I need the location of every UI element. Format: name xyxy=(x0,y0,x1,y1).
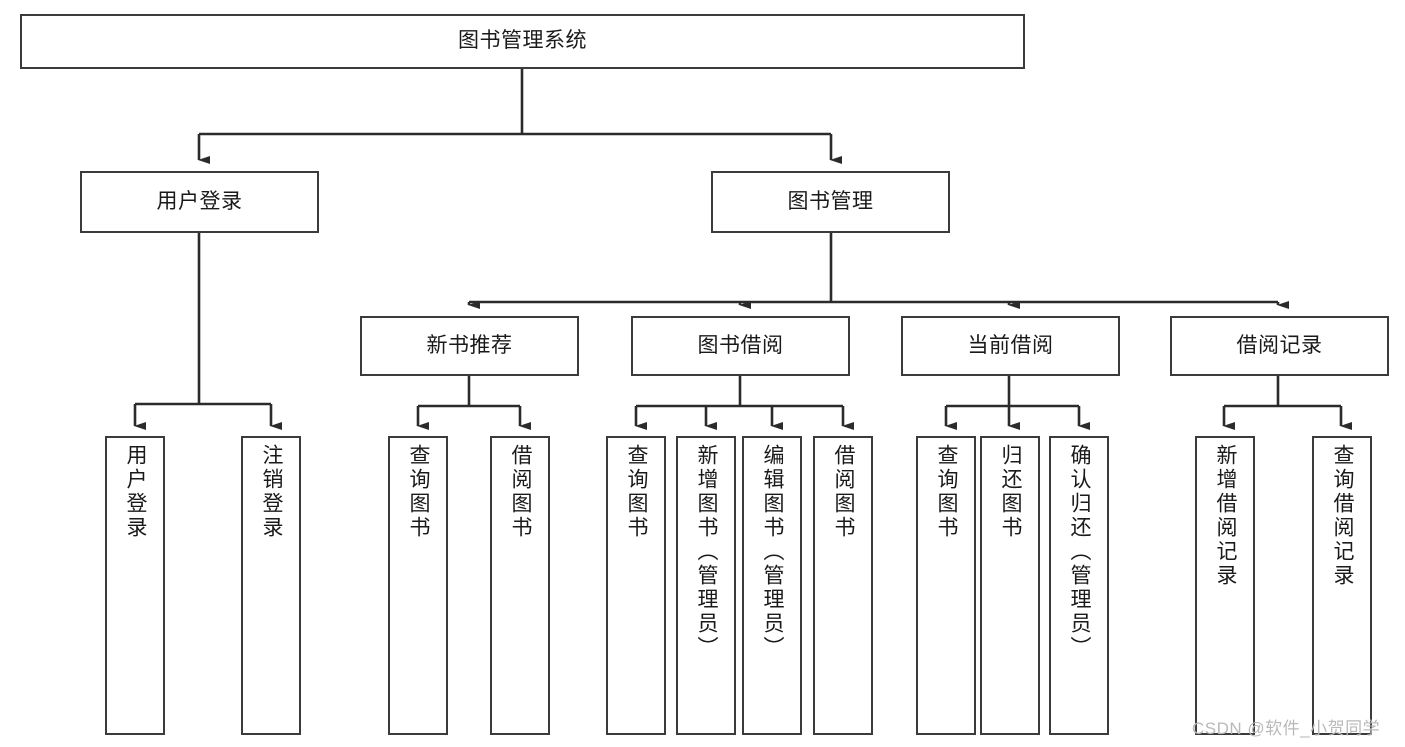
node-new-book-rec[interactable]: 新书推荐 xyxy=(360,316,579,376)
node-leaf-user-login[interactable]: 用户登录 xyxy=(105,436,165,735)
node-leaf-user-login-label: 用户登录 xyxy=(124,444,148,540)
node-book-borrow-label: 图书借阅 xyxy=(697,333,784,357)
node-leaf-query-book-1-label: 查询图书 xyxy=(407,444,431,540)
node-leaf-add-book-label: 新增图书（管理员） xyxy=(695,444,719,660)
node-leaf-edit-book[interactable]: 编辑图书（管理员） xyxy=(742,436,802,735)
node-leaf-query-record[interactable]: 查询借阅记录 xyxy=(1312,436,1372,735)
node-leaf-borrow-book-2-label: 借阅图书 xyxy=(832,444,856,540)
node-new-book-rec-label: 新书推荐 xyxy=(426,333,513,357)
node-current-borrow-label: 当前借阅 xyxy=(967,333,1054,357)
node-root-label: 图书管理系统 xyxy=(458,29,587,53)
node-borrow-record-label: 借阅记录 xyxy=(1236,333,1323,357)
node-leaf-return-book-label: 归还图书 xyxy=(999,444,1023,540)
node-leaf-logout[interactable]: 注销登录 xyxy=(241,436,301,735)
node-leaf-query-book-2-label: 查询图书 xyxy=(625,444,649,540)
node-leaf-query-book-3-label: 查询图书 xyxy=(935,444,959,540)
node-user-login[interactable]: 用户登录 xyxy=(80,171,319,233)
node-leaf-query-book-3[interactable]: 查询图书 xyxy=(916,436,976,735)
node-leaf-borrow-book-1[interactable]: 借阅图书 xyxy=(490,436,550,735)
node-leaf-borrow-book-1-label: 借阅图书 xyxy=(509,444,533,540)
node-user-login-label: 用户登录 xyxy=(156,189,243,213)
node-leaf-confirm-return[interactable]: 确认归还（管理员） xyxy=(1049,436,1109,735)
node-leaf-query-book-1[interactable]: 查询图书 xyxy=(388,436,448,735)
node-leaf-confirm-return-label: 确认归还（管理员） xyxy=(1068,444,1092,660)
node-current-borrow[interactable]: 当前借阅 xyxy=(901,316,1120,376)
node-borrow-record[interactable]: 借阅记录 xyxy=(1170,316,1389,376)
node-book-manage[interactable]: 图书管理 xyxy=(711,171,950,233)
node-leaf-edit-book-label: 编辑图书（管理员） xyxy=(761,444,785,660)
node-root[interactable]: 图书管理系统 xyxy=(20,14,1025,69)
node-leaf-return-book[interactable]: 归还图书 xyxy=(980,436,1040,735)
node-book-borrow[interactable]: 图书借阅 xyxy=(631,316,850,376)
node-leaf-query-book-2[interactable]: 查询图书 xyxy=(606,436,666,735)
node-leaf-add-record[interactable]: 新增借阅记录 xyxy=(1195,436,1255,735)
node-book-manage-label: 图书管理 xyxy=(787,189,874,213)
node-leaf-borrow-book-2[interactable]: 借阅图书 xyxy=(813,436,873,735)
node-leaf-query-record-label: 查询借阅记录 xyxy=(1331,444,1355,588)
node-leaf-add-record-label: 新增借阅记录 xyxy=(1214,444,1238,588)
node-leaf-logout-label: 注销登录 xyxy=(260,444,284,540)
node-leaf-add-book[interactable]: 新增图书（管理员） xyxy=(676,436,736,735)
